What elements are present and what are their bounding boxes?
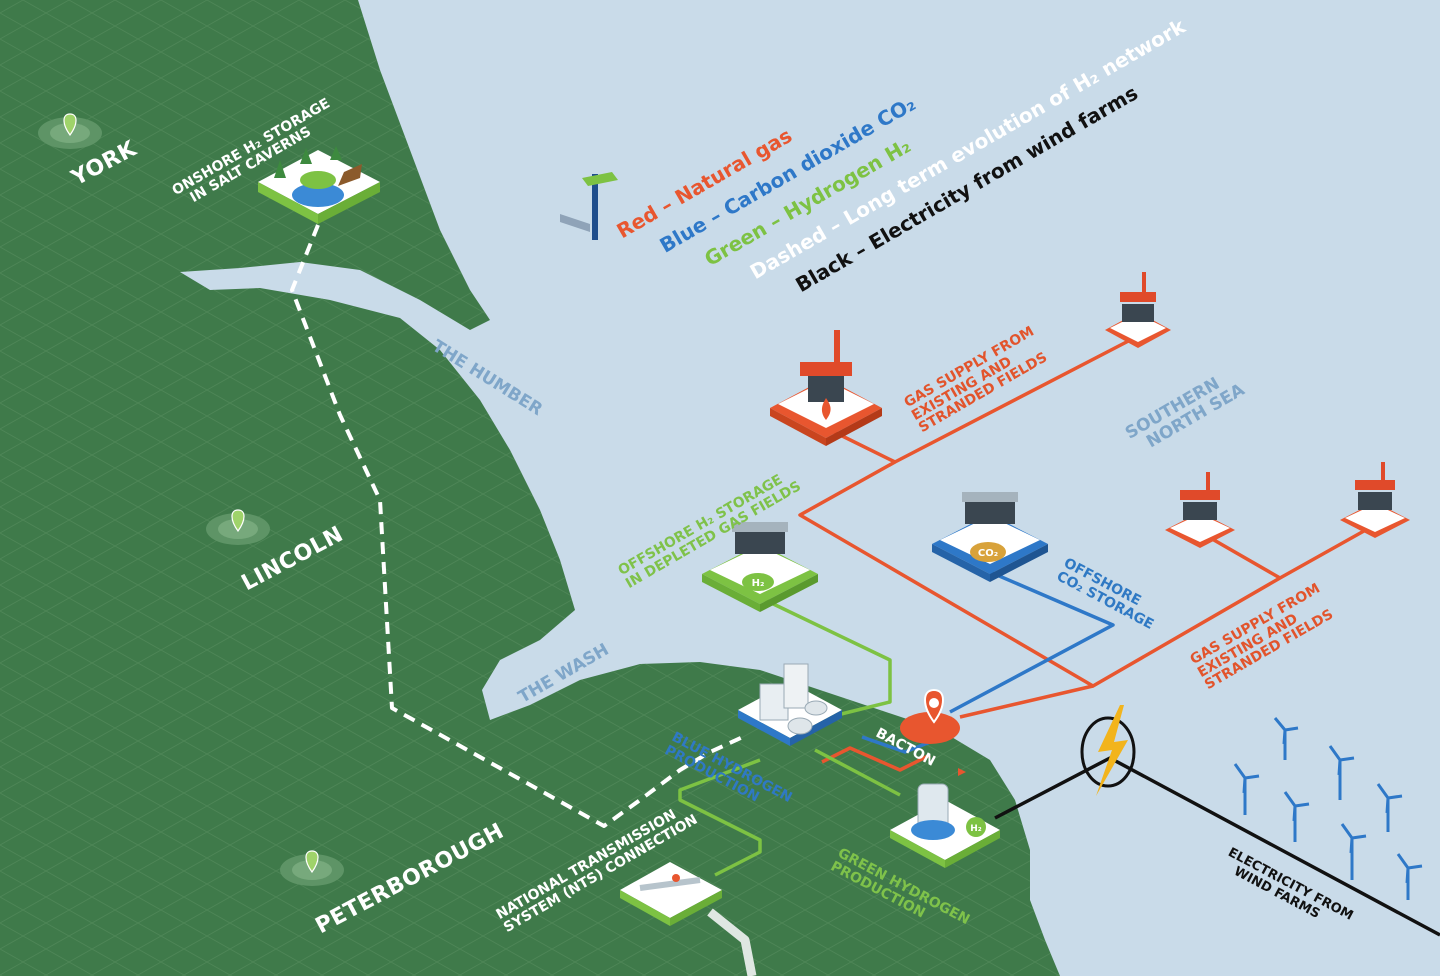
wind-turbine-icon xyxy=(1340,823,1367,880)
natural-gas-pipeline-bacton xyxy=(821,684,1094,772)
blue-hydrogen-plant[interactable] xyxy=(738,663,842,746)
wind-turbine-icon xyxy=(1283,791,1310,842)
wind-turbine-icon xyxy=(1273,717,1299,760)
nts-pipe xyxy=(707,908,757,976)
co2-storage-platform[interactable]: CO₂ xyxy=(932,492,1048,582)
hydrogen-pipeline-storage xyxy=(764,598,892,720)
wind-turbines xyxy=(1233,717,1423,900)
h2-bubble-label-green: H₂ xyxy=(970,824,982,834)
lincoln-marker[interactable] xyxy=(206,509,270,545)
bacton-marker[interactable] xyxy=(900,688,960,744)
hydrogen-pipeline-production xyxy=(678,748,901,877)
gas-platform-s2[interactable] xyxy=(1340,462,1410,538)
peterborough-marker[interactable] xyxy=(280,850,344,886)
wind-turbine-icon xyxy=(1328,745,1355,800)
york-marker[interactable] xyxy=(38,113,102,149)
wind-turbine-icon xyxy=(1396,853,1423,900)
onshore-h2-storage-tile[interactable] xyxy=(258,146,380,224)
wind-turbine-icon xyxy=(1376,783,1403,832)
gas-platform-s1[interactable] xyxy=(1165,472,1235,548)
gas-platform-ne[interactable] xyxy=(1105,272,1171,348)
wind-turbine-icon xyxy=(1233,763,1260,815)
nts-connection-tile[interactable] xyxy=(620,862,722,926)
co2-bubble-label: CO₂ xyxy=(978,548,998,559)
dashed-h2-network-line xyxy=(290,224,746,828)
co2-pipeline xyxy=(861,570,1115,754)
signpost-icon xyxy=(560,172,618,240)
offshore-h2-storage-platform[interactable]: H₂ xyxy=(702,522,818,612)
gas-platform-large[interactable] xyxy=(770,330,882,446)
h2-bubble-label-offshore: H₂ xyxy=(752,578,765,589)
green-hydrogen-plant[interactable]: H₂ xyxy=(890,768,1000,868)
electricity-lightning-icon xyxy=(1080,705,1136,796)
